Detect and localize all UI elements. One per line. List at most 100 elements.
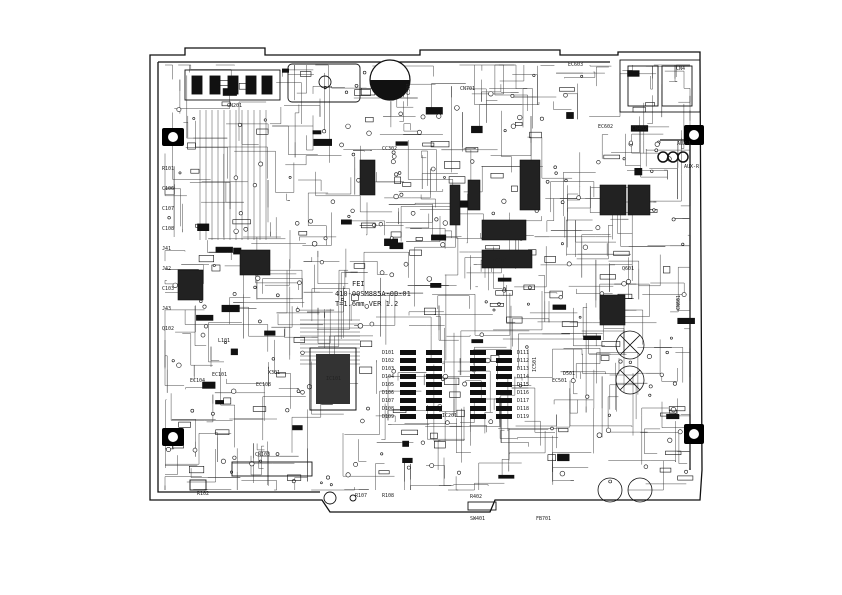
via-pad	[665, 350, 669, 355]
smd-pad	[634, 168, 643, 176]
trace	[508, 429, 549, 472]
trace	[609, 263, 632, 292]
left-label: C107	[162, 206, 174, 212]
via-pad	[643, 464, 649, 469]
via-pad	[527, 302, 530, 306]
smd-pad	[281, 68, 289, 73]
via-pad	[558, 295, 563, 300]
conn-right-label: CN601	[676, 295, 682, 310]
trace	[563, 348, 601, 379]
smd-pad	[490, 173, 504, 179]
trace	[190, 468, 241, 478]
diode	[426, 406, 442, 411]
diode	[426, 382, 442, 387]
trace	[256, 443, 265, 451]
smd-pad	[340, 219, 352, 225]
via-pad	[532, 73, 536, 77]
trace	[684, 300, 691, 330]
r102-label: R102	[197, 491, 209, 497]
via-pad	[525, 345, 529, 349]
smd-pad	[433, 440, 446, 449]
via-pad	[220, 458, 226, 464]
trace	[358, 439, 367, 462]
smd-pad	[558, 428, 569, 433]
via-pad	[576, 195, 581, 200]
conn-top-label: CN201	[227, 103, 242, 109]
trace	[241, 123, 259, 145]
trace	[208, 251, 232, 260]
via-pad	[539, 116, 544, 121]
diode	[496, 358, 512, 363]
left-label: J43	[162, 306, 171, 312]
smd-pad	[444, 161, 461, 169]
trace	[541, 137, 573, 179]
smd-pad	[663, 266, 671, 274]
trace	[276, 82, 302, 124]
via-pad	[369, 321, 375, 327]
diode	[400, 382, 416, 387]
trace	[650, 65, 653, 90]
trace	[376, 316, 432, 361]
trace	[575, 220, 616, 257]
diode-label: D114	[517, 374, 529, 380]
trace	[522, 88, 533, 129]
trace	[431, 83, 466, 111]
via-pad	[677, 429, 683, 435]
via-pad	[491, 211, 495, 216]
trace	[582, 303, 588, 337]
via-pad	[258, 319, 262, 324]
smd-pad	[523, 284, 535, 290]
diode	[470, 390, 486, 395]
diode-label: D107	[382, 398, 394, 404]
diode-label: D109	[382, 414, 394, 420]
trace	[164, 340, 185, 386]
diode	[470, 350, 486, 355]
via-pad	[192, 117, 196, 120]
trace	[407, 140, 454, 210]
trace	[676, 298, 691, 349]
trace	[375, 463, 385, 490]
trace	[264, 259, 290, 286]
trace	[469, 425, 487, 433]
trace	[481, 79, 502, 102]
trace	[306, 115, 314, 151]
via-pad	[300, 350, 305, 355]
smd-pad	[276, 371, 286, 378]
trace	[609, 384, 637, 420]
via-pad	[320, 481, 323, 485]
trace	[512, 301, 550, 347]
via-pad	[253, 285, 257, 290]
diode-label: D103	[382, 366, 394, 372]
trace	[186, 449, 216, 483]
via-pad	[605, 427, 612, 433]
via-pad	[389, 236, 394, 240]
q601-label: Q601	[622, 266, 634, 272]
trace	[518, 333, 570, 369]
trace	[515, 414, 557, 449]
smd-pad	[360, 340, 373, 347]
trace	[524, 420, 541, 446]
trace	[444, 411, 447, 441]
smd-pad	[198, 255, 215, 263]
via-pad	[325, 475, 330, 480]
electrolytic-capacitor-large	[369, 59, 411, 101]
smd-pad	[221, 101, 231, 107]
trace	[680, 377, 691, 415]
trace	[345, 248, 358, 278]
trace	[291, 399, 322, 453]
trace	[466, 88, 498, 123]
smd-pad	[666, 413, 680, 420]
trace	[226, 378, 265, 421]
r108-label: R108	[382, 493, 394, 499]
trace	[557, 388, 571, 428]
smd-pad	[677, 475, 694, 481]
trace	[426, 465, 445, 479]
smd-pad	[430, 432, 438, 439]
diode	[496, 350, 512, 355]
smd-pad	[196, 314, 214, 321]
via-pad	[436, 113, 442, 119]
trace	[573, 307, 605, 347]
trace	[315, 171, 393, 213]
smd-pad	[354, 89, 371, 96]
smd-pad	[430, 141, 450, 148]
